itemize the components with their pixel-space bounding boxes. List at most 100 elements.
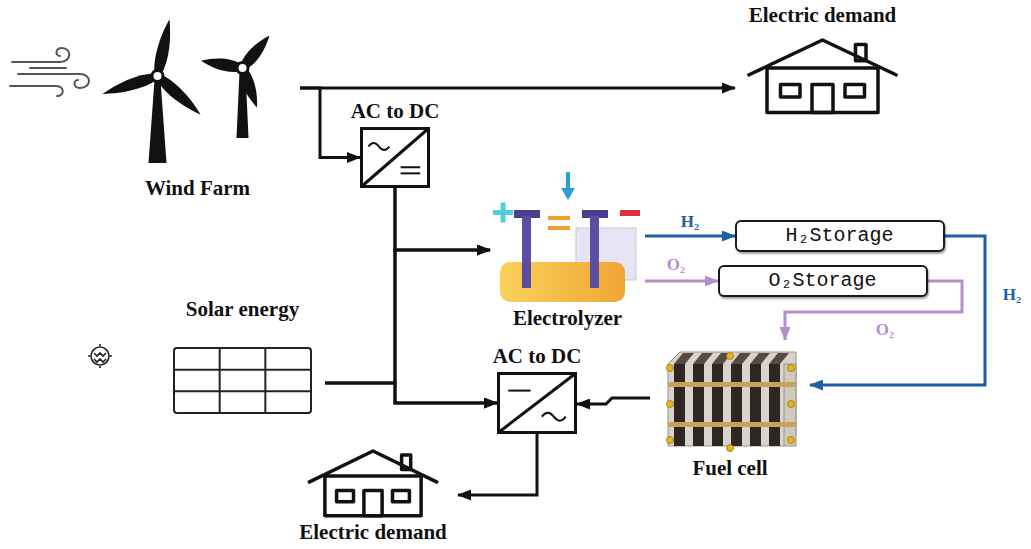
node-label: O₂Storage bbox=[720, 270, 925, 292]
cell-plate-top bbox=[731, 353, 751, 364]
solar-panel bbox=[174, 348, 311, 413]
dc-symbol bbox=[508, 390, 530, 392]
bolt bbox=[788, 401, 795, 408]
flow-label: H₂ bbox=[1001, 286, 1023, 305]
storage-box: H₂Storage bbox=[735, 220, 945, 252]
cell-plate bbox=[712, 364, 723, 446]
house-body bbox=[325, 476, 421, 516]
bolt bbox=[727, 445, 734, 452]
text-group: Electrolyzer bbox=[490, 307, 645, 330]
cell-plate bbox=[693, 364, 704, 446]
converter-diagonal bbox=[499, 374, 576, 433]
house-window bbox=[393, 491, 410, 502]
house-door bbox=[364, 491, 382, 516]
node-label: H₂Storage bbox=[737, 225, 942, 247]
sun-symbol bbox=[88, 344, 112, 368]
cell-plate-top bbox=[693, 353, 713, 364]
converter-diagonal bbox=[362, 129, 429, 187]
ac-symbol bbox=[542, 413, 566, 421]
node-label: Fuel cell bbox=[650, 457, 810, 480]
text-group: H₂Storage bbox=[737, 225, 942, 247]
water-inlet-arrow bbox=[566, 172, 570, 190]
cell-plate-top bbox=[769, 353, 789, 364]
node-label: Electric demand bbox=[288, 521, 458, 544]
house-window bbox=[781, 84, 801, 97]
illustration bbox=[360, 127, 430, 188]
flow-connector bbox=[645, 280, 718, 283]
converter-box bbox=[499, 374, 576, 433]
house-window bbox=[337, 491, 354, 502]
flow-connector bbox=[395, 188, 497, 403]
text-group: O₂Storage bbox=[720, 270, 925, 292]
flow-connector bbox=[325, 383, 497, 403]
turbine-blade bbox=[152, 18, 176, 77]
tie-band bbox=[668, 382, 796, 387]
flow-connector bbox=[577, 398, 650, 404]
storage-box: O₂Storage bbox=[718, 265, 928, 297]
fuel-cell: Fuel cell bbox=[650, 340, 810, 480]
converter: AC to DC bbox=[497, 372, 577, 434]
illustration bbox=[95, 18, 300, 200]
membrane-bar bbox=[548, 216, 570, 220]
cell-plate-top bbox=[674, 353, 694, 364]
flow-connector bbox=[395, 188, 490, 250]
flow-label: O₂ bbox=[874, 321, 896, 340]
panel-grid bbox=[174, 390, 311, 392]
tie-band bbox=[668, 422, 796, 427]
demand-house: Electric demand bbox=[288, 448, 458, 544]
panel-grid bbox=[219, 348, 221, 413]
converter: AC to DC bbox=[360, 127, 430, 188]
ac-symbol bbox=[368, 143, 389, 150]
electrolyzer: Electrolyzer bbox=[490, 170, 645, 330]
flow-connector bbox=[458, 434, 537, 495]
converter-symbol bbox=[362, 129, 429, 187]
converter-box bbox=[362, 129, 429, 187]
dc-symbol bbox=[401, 166, 421, 168]
house-roof bbox=[748, 40, 898, 76]
converter-symbol bbox=[499, 374, 576, 433]
text-group: Electric demand bbox=[288, 521, 458, 544]
flow-connector bbox=[645, 235, 735, 238]
bolt bbox=[788, 365, 795, 372]
sun-disc bbox=[91, 347, 109, 365]
wind-line bbox=[10, 86, 63, 96]
node-label: Electric demand bbox=[735, 4, 910, 27]
wind-line bbox=[12, 48, 69, 62]
panel-frame bbox=[174, 348, 311, 413]
water-inlet-arrowhead bbox=[561, 188, 575, 200]
cell-plate bbox=[750, 364, 761, 446]
panel-grid bbox=[174, 369, 311, 371]
node-label: Wind Farm bbox=[95, 177, 300, 200]
sun-ray bbox=[88, 344, 112, 368]
cell-plate bbox=[731, 364, 742, 446]
house-icon bbox=[748, 40, 898, 113]
flow-label: H₂ bbox=[679, 213, 701, 232]
electrolyte-tub bbox=[500, 262, 625, 302]
node-label: Electrolyzer bbox=[490, 307, 645, 330]
bolt bbox=[788, 437, 795, 444]
house-door bbox=[812, 84, 833, 112]
node-label: AC to DC bbox=[493, 345, 582, 368]
turbine-hub bbox=[152, 71, 163, 82]
node-label: AC to DC bbox=[351, 100, 440, 123]
house-window bbox=[845, 84, 865, 97]
bolt bbox=[667, 365, 674, 372]
node-label: Solar energy bbox=[160, 298, 325, 321]
text-group: AC to DC bbox=[493, 345, 582, 368]
text-group: AC to DC bbox=[351, 100, 440, 123]
minus-sign bbox=[620, 210, 640, 216]
flow-connector bbox=[300, 87, 735, 90]
text-group: Electric demand bbox=[735, 4, 910, 27]
cell-plate-top bbox=[750, 353, 770, 364]
house-icon bbox=[308, 451, 438, 516]
turbine-tower bbox=[149, 80, 167, 163]
bolt bbox=[727, 353, 734, 360]
text-group: Wind Farm bbox=[95, 177, 300, 200]
cell-plate bbox=[674, 364, 685, 446]
text-group: Solar energy bbox=[160, 298, 325, 321]
bolt bbox=[667, 437, 674, 444]
bolt bbox=[667, 401, 674, 408]
wind-lines bbox=[10, 48, 89, 96]
panel-grid bbox=[264, 348, 266, 413]
